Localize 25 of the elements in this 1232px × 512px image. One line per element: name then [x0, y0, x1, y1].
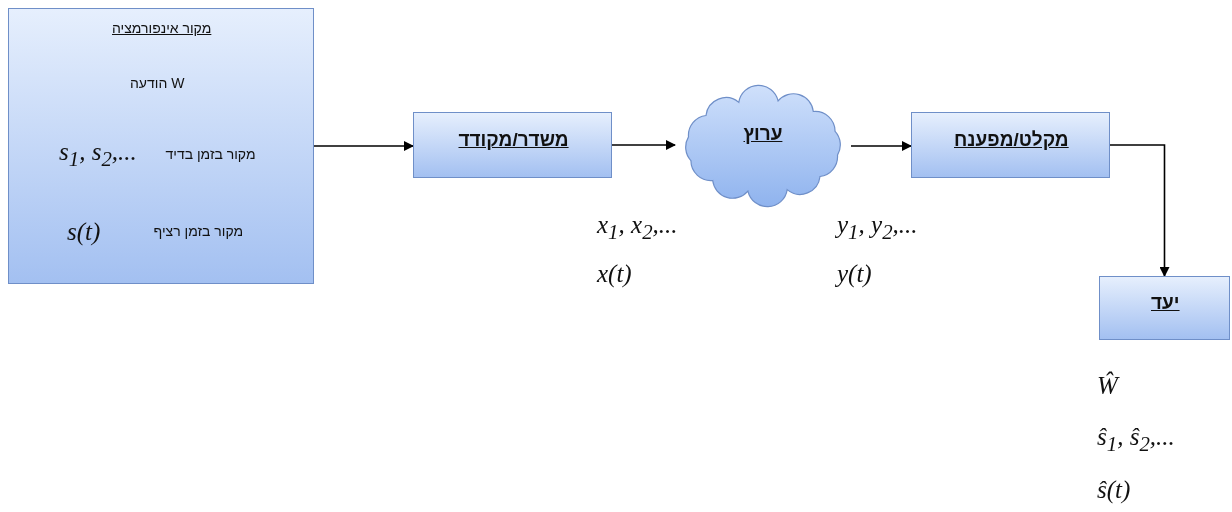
box-label: משדר/מקודד	[458, 129, 569, 151]
arrow	[611, 140, 676, 150]
process-box	[911, 112, 1110, 178]
process-box	[413, 112, 612, 178]
formula: Ŵ	[1097, 372, 1118, 400]
formula: s(t)	[67, 218, 101, 246]
formula: y$_{1}$, y$_{2}$,...	[837, 211, 918, 245]
arrow	[313, 141, 414, 151]
destination-box	[1099, 276, 1230, 340]
formula: ŝ(t)	[1097, 476, 1131, 504]
box-text: הודעה W	[130, 75, 185, 91]
formula: x$_{1}$, x$_{2}$,...	[597, 211, 678, 245]
formula: s$_{1}$, s$_{2}$,...	[59, 138, 137, 172]
box-label: מקלט/מפענח	[954, 129, 1069, 151]
formula: ŝ$_{1}$, ŝ$_{2}$,...	[1097, 423, 1175, 457]
box-label: יעד	[1151, 292, 1180, 314]
source-box	[8, 8, 314, 284]
box-text: מקור בזמן רציף	[153, 223, 244, 239]
formula: y(t)	[837, 260, 872, 288]
box-heading: מקור אינפורמציה	[112, 20, 212, 36]
arrow	[850, 141, 912, 151]
formula: x(t)	[597, 260, 632, 288]
box-label: ערוץ	[743, 123, 783, 145]
arrow	[1109, 144, 1170, 277]
box-text: מקור בזמן בדיד	[165, 146, 256, 162]
